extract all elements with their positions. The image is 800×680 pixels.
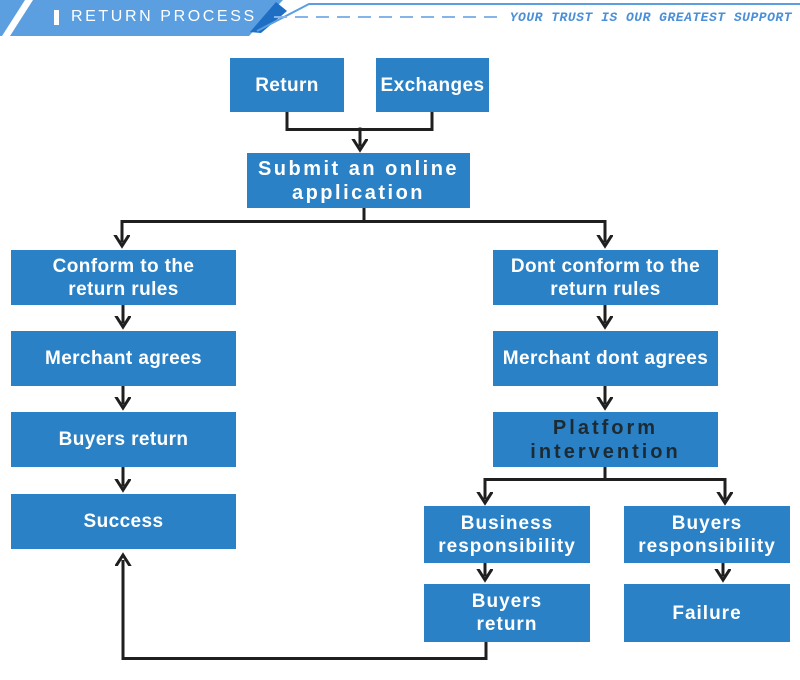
node-buyers-return-left: Buyers return xyxy=(11,412,236,467)
node-dont-conform-rules: Dont conform to the return rules xyxy=(493,250,718,305)
node-submit-application: Submit an online application xyxy=(247,153,470,208)
node-buyers-responsibility: Buyers responsibility xyxy=(624,506,790,563)
node-merchant-dont-agrees: Merchant dont agrees xyxy=(493,331,718,386)
node-conform-rules: Conform to the return rules xyxy=(11,250,236,305)
ribbon-slash xyxy=(2,0,33,36)
node-success: Success xyxy=(11,494,236,549)
ribbon-top-line xyxy=(256,3,800,32)
header-title: RETURN PROCESS xyxy=(54,8,257,26)
node-buyers-return-right: Buyers return xyxy=(424,584,590,642)
header-slogan: YOUR TRUST IS OUR GREATEST SUPPORT xyxy=(509,10,792,25)
node-return: Return xyxy=(230,58,344,112)
title-accent-bar-icon xyxy=(54,9,59,25)
ribbon-bar xyxy=(0,0,283,36)
node-failure: Failure xyxy=(624,584,790,642)
node-exchanges: Exchanges xyxy=(376,58,489,112)
header-ribbon xyxy=(0,0,800,36)
connector-feedback-to-success xyxy=(123,560,488,660)
ribbon-accent-triangle xyxy=(250,2,287,33)
node-business-responsibility: Business responsibility xyxy=(424,506,590,563)
node-platform-intervention: Platform intervention xyxy=(493,412,718,467)
page-title: RETURN PROCESS xyxy=(71,8,257,25)
node-merchant-agrees: Merchant agrees xyxy=(11,331,236,386)
